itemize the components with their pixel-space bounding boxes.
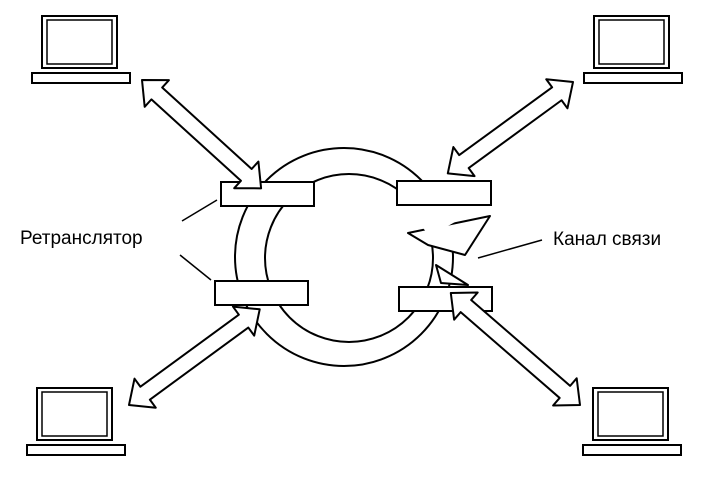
- repeater-top-left: [220, 181, 315, 207]
- double-arrow-icon: [141, 79, 263, 190]
- repeater-leader-line-top: [181, 199, 218, 222]
- ring-inner: [264, 173, 434, 343]
- repeater-label: Ретранслятор: [20, 228, 143, 249]
- repeater-bottom-left: [214, 280, 309, 306]
- flow-arrow-icon: [398, 200, 491, 286]
- ring-channel: [234, 147, 454, 367]
- computer-icon: [26, 387, 126, 456]
- double-arrow-icon: [446, 78, 574, 178]
- computer-icon: [31, 15, 131, 84]
- repeater-leader-line-bottom: [179, 254, 212, 281]
- double-arrow-icon: [128, 305, 261, 409]
- ring-outer: [234, 147, 454, 367]
- channel-leader-line: [477, 239, 543, 259]
- repeater-top-right: [396, 180, 492, 206]
- double-arrow-icon: [449, 291, 581, 407]
- computer-icon: [583, 15, 683, 84]
- channel-label: Канал связи: [553, 229, 661, 250]
- computer-icon: [582, 387, 682, 456]
